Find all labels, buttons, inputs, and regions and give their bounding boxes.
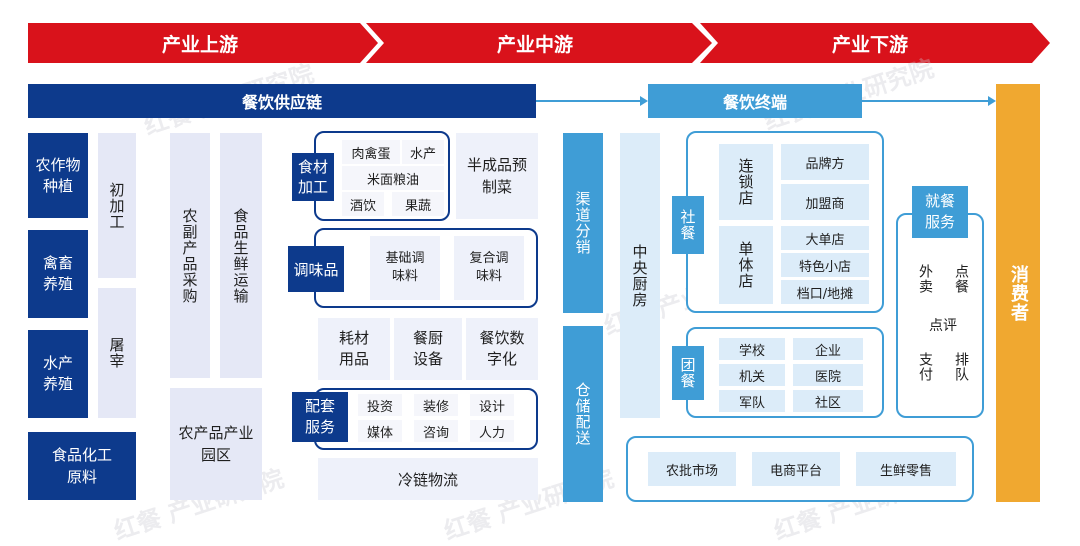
chain-store: 连锁店 (719, 144, 773, 220)
warehouse-delivery: 仓储配送 (563, 326, 603, 502)
item-investment: 投资 (358, 394, 402, 416)
central-kitchen: 中央厨房 (620, 133, 660, 418)
franchisee: 加盟商 (781, 184, 869, 220)
item-seafood: 水产 (402, 140, 444, 164)
food-processing-label: 食材加工 (292, 153, 334, 201)
upstream-primary-processing: 初加工 (98, 133, 136, 278)
group-military: 军队 (719, 390, 785, 412)
channel-distribution: 渠道分销 (563, 133, 603, 313)
specialty-shop: 特色小店 (781, 253, 869, 277)
stage-arrow-downstream (700, 23, 1050, 63)
consumer-column: 消费者 (996, 84, 1040, 502)
upstream-transport: 食品生鲜运输 (220, 133, 262, 378)
catering-digitalization: 餐饮数字化 (466, 318, 538, 380)
item-decoration: 装修 (414, 394, 458, 416)
seasoning-label: 调味品 (288, 246, 344, 292)
consumer-label: 消费者 (1008, 264, 1029, 322)
item-fruit-veg: 果蔬 (392, 192, 444, 216)
large-single-store: 大单店 (781, 226, 869, 250)
item-meat-poultry-eggs: 肉禽蛋 (342, 140, 400, 164)
stage-banner (28, 23, 1050, 63)
group-school: 学校 (719, 338, 785, 360)
group-institution: 机关 (719, 364, 785, 386)
basic-seasoning: 基础调味料 (370, 236, 440, 300)
service-payment: 支付 (910, 344, 940, 390)
item-hr: 人力 (470, 420, 514, 442)
arrow-to-terminal (536, 96, 648, 106)
item-media: 媒体 (358, 420, 402, 442)
upstream-slaughter: 屠宰 (98, 288, 136, 418)
compound-seasoning: 复合调味料 (454, 236, 524, 300)
dining-services-label: 就餐服务 (912, 186, 968, 238)
stage-midstream-label: 产业中游 (496, 33, 573, 56)
terminal-banner: 餐饮终端 (648, 84, 862, 118)
cold-chain-logistics: 冷链物流 (318, 458, 538, 500)
service-review: 点评 (910, 312, 976, 338)
upstream-crop-farming: 农作物种植 (28, 133, 88, 218)
group-catering-label: 团餐 (672, 346, 704, 400)
group-community: 社区 (793, 390, 863, 412)
group-enterprise: 企业 (793, 338, 863, 360)
wholesale-market: 农批市场 (648, 452, 736, 486)
kitchen-equipment: 餐厨设备 (394, 318, 462, 380)
upstream-aquaculture: 水产养殖 (28, 330, 88, 418)
supply-chain-banner: 餐饮供应链 (28, 84, 536, 118)
item-beverage: 酒饮 (342, 192, 384, 216)
upstream-livestock: 禽畜养殖 (28, 230, 88, 318)
item-grain-oil: 米面粮油 (342, 166, 444, 190)
support-services-label: 配套服务 (292, 392, 348, 442)
stage-downstream-label: 产业下游 (831, 33, 908, 56)
item-design: 设计 (470, 394, 514, 416)
stage-arrow-upstream (28, 23, 378, 63)
ecommerce-platform: 电商平台 (752, 452, 840, 486)
item-consulting: 咨询 (414, 420, 458, 442)
stage-upstream-label: 产业上游 (161, 33, 238, 56)
stage-arrow-midstream (366, 23, 712, 63)
upstream-industrial-park: 农产品产业园区 (170, 388, 262, 500)
service-queue: 排队 (946, 344, 976, 390)
social-catering-label: 社餐 (672, 196, 704, 254)
arrow-to-consumer (862, 96, 996, 106)
semi-finished-dishes: 半成品预制菜 (456, 133, 538, 219)
brand-owner: 品牌方 (781, 144, 869, 180)
fresh-retail: 生鲜零售 (856, 452, 956, 486)
group-hospital: 医院 (793, 364, 863, 386)
stall-vendor: 档口/地摊 (781, 280, 869, 304)
consumables: 耗材用品 (318, 318, 390, 380)
upstream-food-chemicals: 食品化工原料 (28, 432, 136, 500)
service-delivery: 外卖 (910, 256, 940, 302)
single-store: 单体店 (719, 226, 773, 304)
service-ordering: 点餐 (946, 256, 976, 302)
upstream-procurement: 农副产品采购 (170, 133, 210, 378)
